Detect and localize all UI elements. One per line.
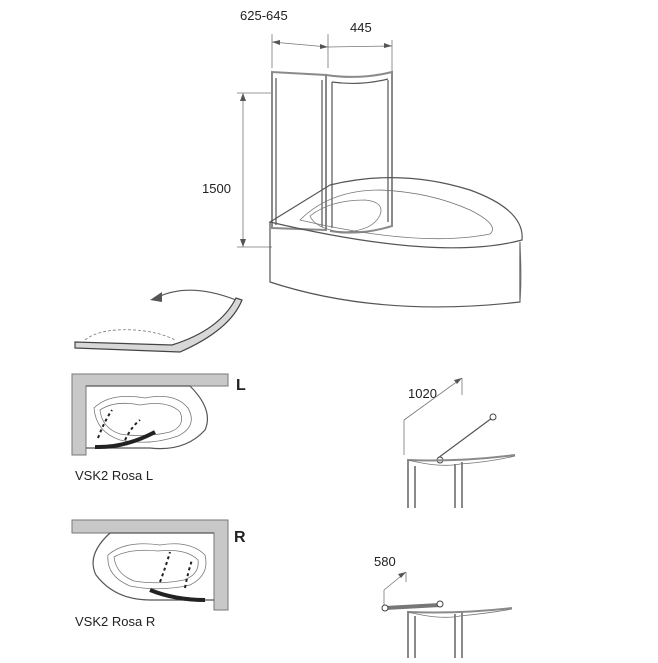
dim-support-long: 1020 (408, 386, 437, 401)
rotation-illustration (74, 289, 243, 353)
screen-position-l (94, 430, 156, 450)
bathtub (268, 177, 523, 308)
dim-panel-width: 445 (350, 20, 372, 35)
support-bar-short: 580 (374, 554, 513, 658)
dim-support-short: 580 (374, 554, 396, 569)
screen-position-r (149, 588, 206, 602)
support-bar-long: 1020 (403, 377, 516, 508)
glass-screen (271, 70, 393, 234)
variant-r-caption: VSK2 Rosa R (75, 614, 155, 629)
dim-width-range: 625-645 (240, 8, 288, 23)
variant-l-caption: VSK2 Rosa L (75, 468, 153, 483)
dim-line-width-range (271, 41, 329, 48)
variant-l-marker: L (236, 377, 246, 394)
variant-r-marker: R (234, 529, 246, 546)
dim-height: 1500 (202, 181, 231, 196)
variant-right: R VSK2 Rosa R (71, 519, 246, 629)
dim-line-panel-width (327, 45, 393, 48)
folded-panel (74, 297, 243, 353)
bathtub-with-screen: 625-645 445 1500 (202, 8, 523, 308)
rotation-arrow (157, 289, 237, 301)
variant-left: L VSK2 Rosa L (71, 373, 246, 483)
